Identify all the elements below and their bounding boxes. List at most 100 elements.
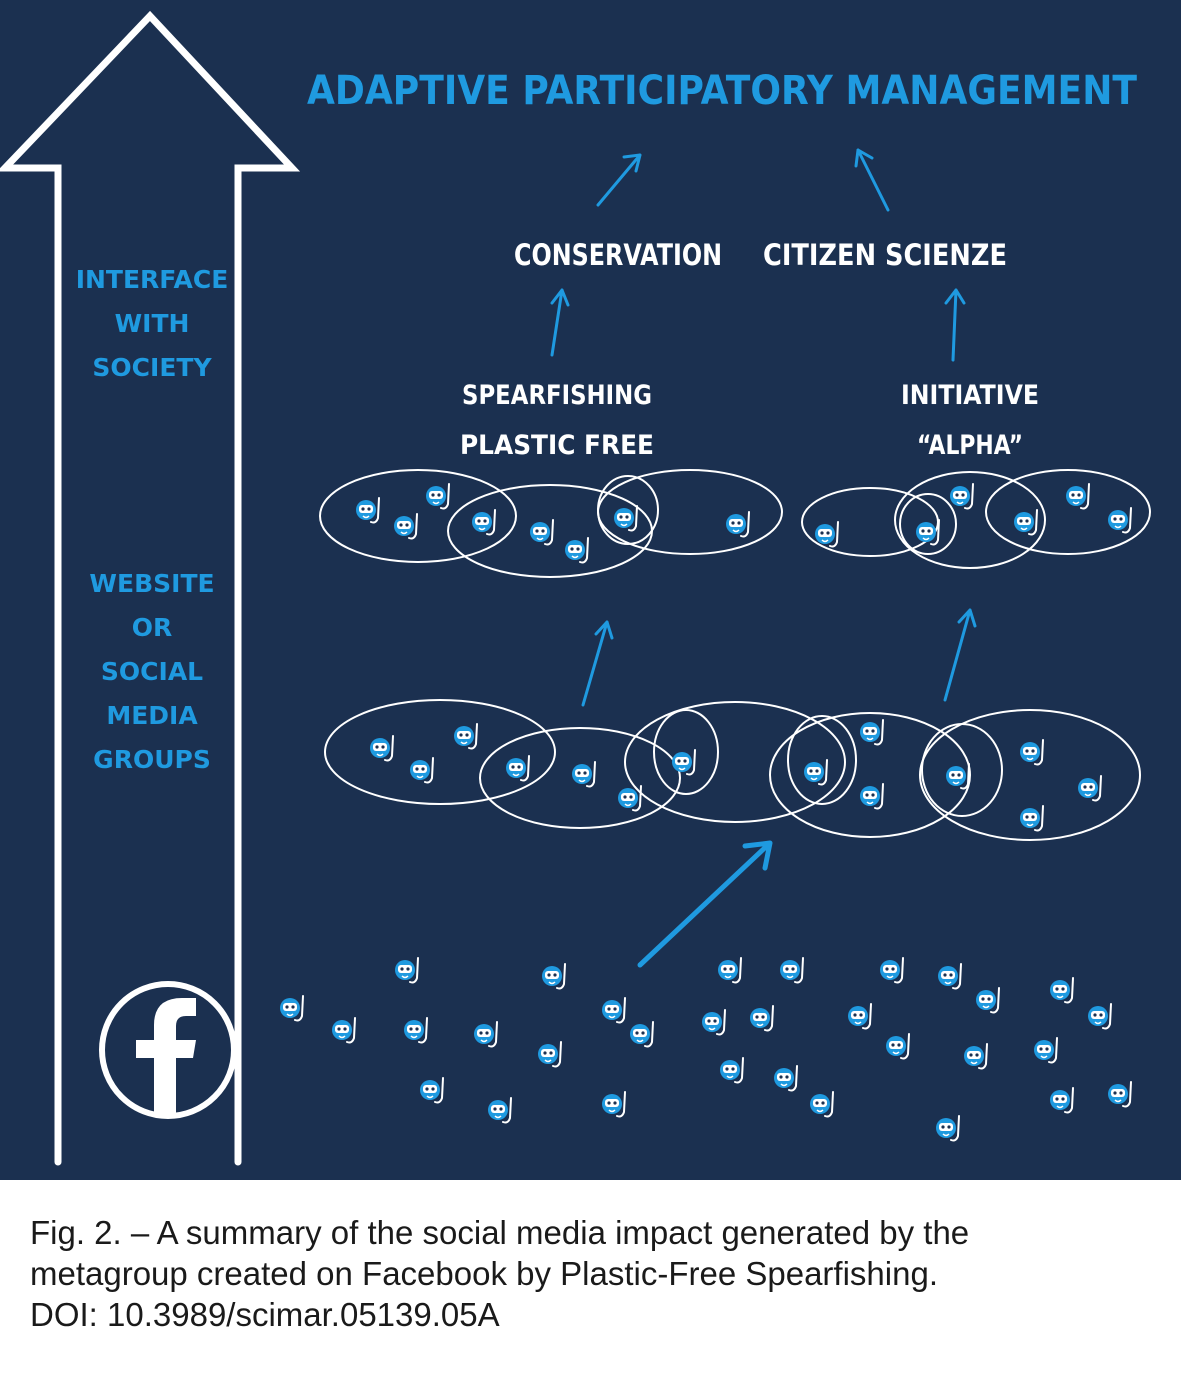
snorkel-diver-icon: [1065, 483, 1090, 510]
snorkel-diver-icon: [419, 1077, 444, 1104]
snorkel-diver-icon: [471, 509, 496, 536]
snorkel-diver-icon: [1033, 1037, 1058, 1064]
snorkel-diver-icon: [915, 519, 940, 546]
arrow-to-upper-right-groups: [943, 608, 977, 702]
snorkel-diver-icon: [975, 987, 1000, 1014]
snorkel-diver-icon: [1019, 739, 1044, 766]
snorkel-diver-icon: [814, 521, 839, 548]
snorkel-diver-icon: [537, 1041, 562, 1068]
side-label-upper-line: SOCIETY: [92, 353, 212, 382]
snorkel-diver-icon: [725, 511, 750, 538]
side-label-upper-line: WITH: [115, 309, 190, 338]
snorkel-diver-icon: [473, 1021, 498, 1048]
snorkel-diver-icon: [571, 761, 596, 788]
arrow-to-citizen: [944, 288, 966, 362]
snorkel-diver-icon: [453, 723, 478, 750]
diagram-canvas: INTERFACE WITH SOCIETY WEBSITE OR SOCIAL…: [0, 10, 1151, 1166]
outcome-citizen-science: CITIZEN SCIENZE: [763, 238, 1007, 272]
snorkel-diver-icon: [749, 1005, 774, 1032]
snorkel-diver-icon: [1087, 1003, 1112, 1030]
snorkel-diver-icon: [1049, 977, 1074, 1004]
snorkel-diver-icon: [425, 483, 450, 510]
snorkel-diver-icon: [279, 995, 304, 1022]
snorkel-diver-icon: [809, 1091, 834, 1118]
side-label-lower: WEBSITE OR SOCIAL MEDIA GROUPS: [89, 569, 214, 774]
arrow-from-crowd: [637, 840, 773, 968]
arrow-to-title-left: [596, 153, 642, 207]
snorkel-diver-icon: [393, 513, 418, 540]
arrow-to-upper-left-groups: [581, 620, 614, 707]
snorkel-diver-icon: [847, 1003, 872, 1030]
side-label-lower-line: OR: [132, 613, 173, 642]
arrow-to-title-right: [854, 148, 890, 212]
side-label-lower-line: SOCIAL: [101, 657, 203, 686]
group-label-right-line: “ALPHA”: [917, 430, 1023, 461]
snorkel-diver-icon: [613, 505, 638, 532]
group-bubbles-middle: [324, 699, 1141, 841]
snorkel-diver-icon: [487, 1097, 512, 1124]
side-label-lower-line: MEDIA: [106, 701, 198, 730]
snorkel-diver-icon: [1077, 775, 1102, 802]
snorkel-diver-icon: [935, 1115, 960, 1142]
crowd-members: [279, 957, 1132, 1142]
snorkel-diver-icon: [885, 1033, 910, 1060]
group-bubble: [921, 723, 1003, 817]
snorkel-diver-icon: [963, 1043, 988, 1070]
group-bubble: [653, 709, 719, 795]
big-up-arrow: [0, 10, 301, 1166]
snorkel-diver-icon: [394, 957, 419, 984]
arrow-to-conservation: [550, 288, 570, 357]
group-members: [355, 483, 1132, 832]
group-bubble: [801, 487, 939, 557]
snorkel-diver-icon: [773, 1065, 798, 1092]
group-label-left-line: PLASTIC FREE: [460, 430, 654, 461]
group-bubble: [894, 471, 1046, 569]
group-bubble: [899, 493, 957, 555]
snorkel-diver-icon: [331, 1017, 356, 1044]
snorkel-diver-icon: [701, 1009, 726, 1036]
snorkel-diver-icon: [1107, 507, 1132, 534]
group-bubble: [319, 469, 517, 563]
snorkel-diver-icon: [369, 735, 394, 762]
snorkel-diver-icon: [949, 483, 974, 510]
snorkel-diver-icon: [601, 1091, 626, 1118]
group-bubble: [787, 715, 857, 805]
figure-caption: Fig. 2. – A summary of the social media …: [30, 1212, 1160, 1335]
snorkel-diver-icon: [403, 1017, 428, 1044]
snorkel-diver-icon: [1107, 1081, 1132, 1108]
snorkel-diver-icon: [937, 963, 962, 990]
diagram-panel: INTERFACE WITH SOCIETY WEBSITE OR SOCIAL…: [0, 0, 1181, 1180]
snorkel-diver-icon: [1049, 1087, 1074, 1114]
caption-line: metagroup created on Facebook by Plastic…: [30, 1255, 938, 1292]
snorkel-diver-icon: [803, 759, 828, 786]
side-label-upper-line: INTERFACE: [76, 265, 229, 294]
group-bubble: [624, 701, 846, 823]
snorkel-diver-icon: [564, 537, 589, 564]
group-bubble: [597, 475, 659, 545]
snorkel-diver-icon: [779, 957, 804, 984]
caption-line: Fig. 2. – A summary of the social media …: [30, 1214, 970, 1251]
snorkel-diver-icon: [671, 749, 696, 776]
snorkel-diver-icon: [541, 963, 566, 990]
group-bubble: [919, 709, 1141, 841]
snorkel-diver-icon: [879, 957, 904, 984]
snorkel-diver-icon: [1013, 509, 1038, 536]
group-bubble: [324, 699, 556, 805]
group-bubble: [769, 712, 971, 838]
snorkel-diver-icon: [717, 957, 742, 984]
snorkel-diver-icon: [505, 755, 530, 782]
caption-line: DOI: 10.3989/scimar.05139.05A: [30, 1296, 500, 1333]
group-bubble: [985, 469, 1151, 555]
flow-arrows: [550, 148, 977, 968]
facebook-icon: [99, 981, 237, 1119]
outcome-conservation: CONSERVATION: [514, 238, 722, 272]
side-label-upper: INTERFACE WITH SOCIETY: [76, 265, 229, 382]
snorkel-diver-icon: [1019, 805, 1044, 832]
snorkel-diver-icon: [719, 1057, 744, 1084]
snorkel-diver-icon: [859, 719, 884, 746]
group-label-right-line: INITIATIVE: [901, 380, 1039, 411]
snorkel-diver-icon: [409, 757, 434, 784]
snorkel-diver-icon: [529, 519, 554, 546]
snorkel-diver-icon: [859, 783, 884, 810]
group-bubbles-upper-right: [801, 469, 1151, 569]
